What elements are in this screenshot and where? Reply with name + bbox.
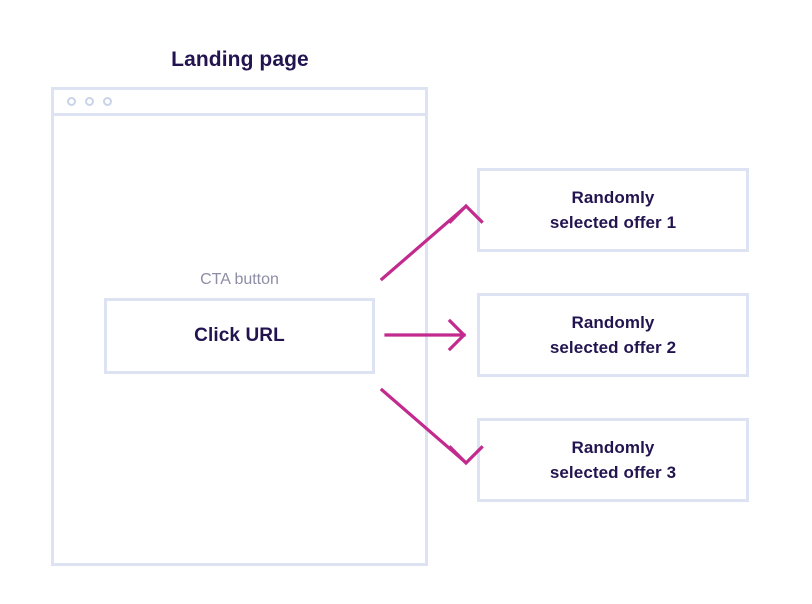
window-dot-close-icon <box>67 97 76 106</box>
offer-box-1[interactable]: Randomly selected offer 1 <box>477 168 749 252</box>
offer-box-3[interactable]: Randomly selected offer 3 <box>477 418 749 502</box>
cta-button-caption: CTA button <box>200 271 279 288</box>
window-dot-maximize-icon <box>103 97 112 106</box>
page-title: Landing page <box>171 48 309 71</box>
offer-box-3-label: Randomly selected offer 3 <box>549 438 677 482</box>
browser-titlebar <box>54 90 425 116</box>
offer-box-2[interactable]: Randomly selected offer 2 <box>477 293 749 377</box>
window-dot-minimize-icon <box>85 97 94 106</box>
cta-button[interactable]: Click URL <box>104 298 375 374</box>
offer-box-1-label: Randomly selected offer 1 <box>549 188 677 232</box>
cta-button-label: Click URL <box>194 325 285 346</box>
offer-box-2-label: Randomly selected offer 2 <box>549 313 677 357</box>
